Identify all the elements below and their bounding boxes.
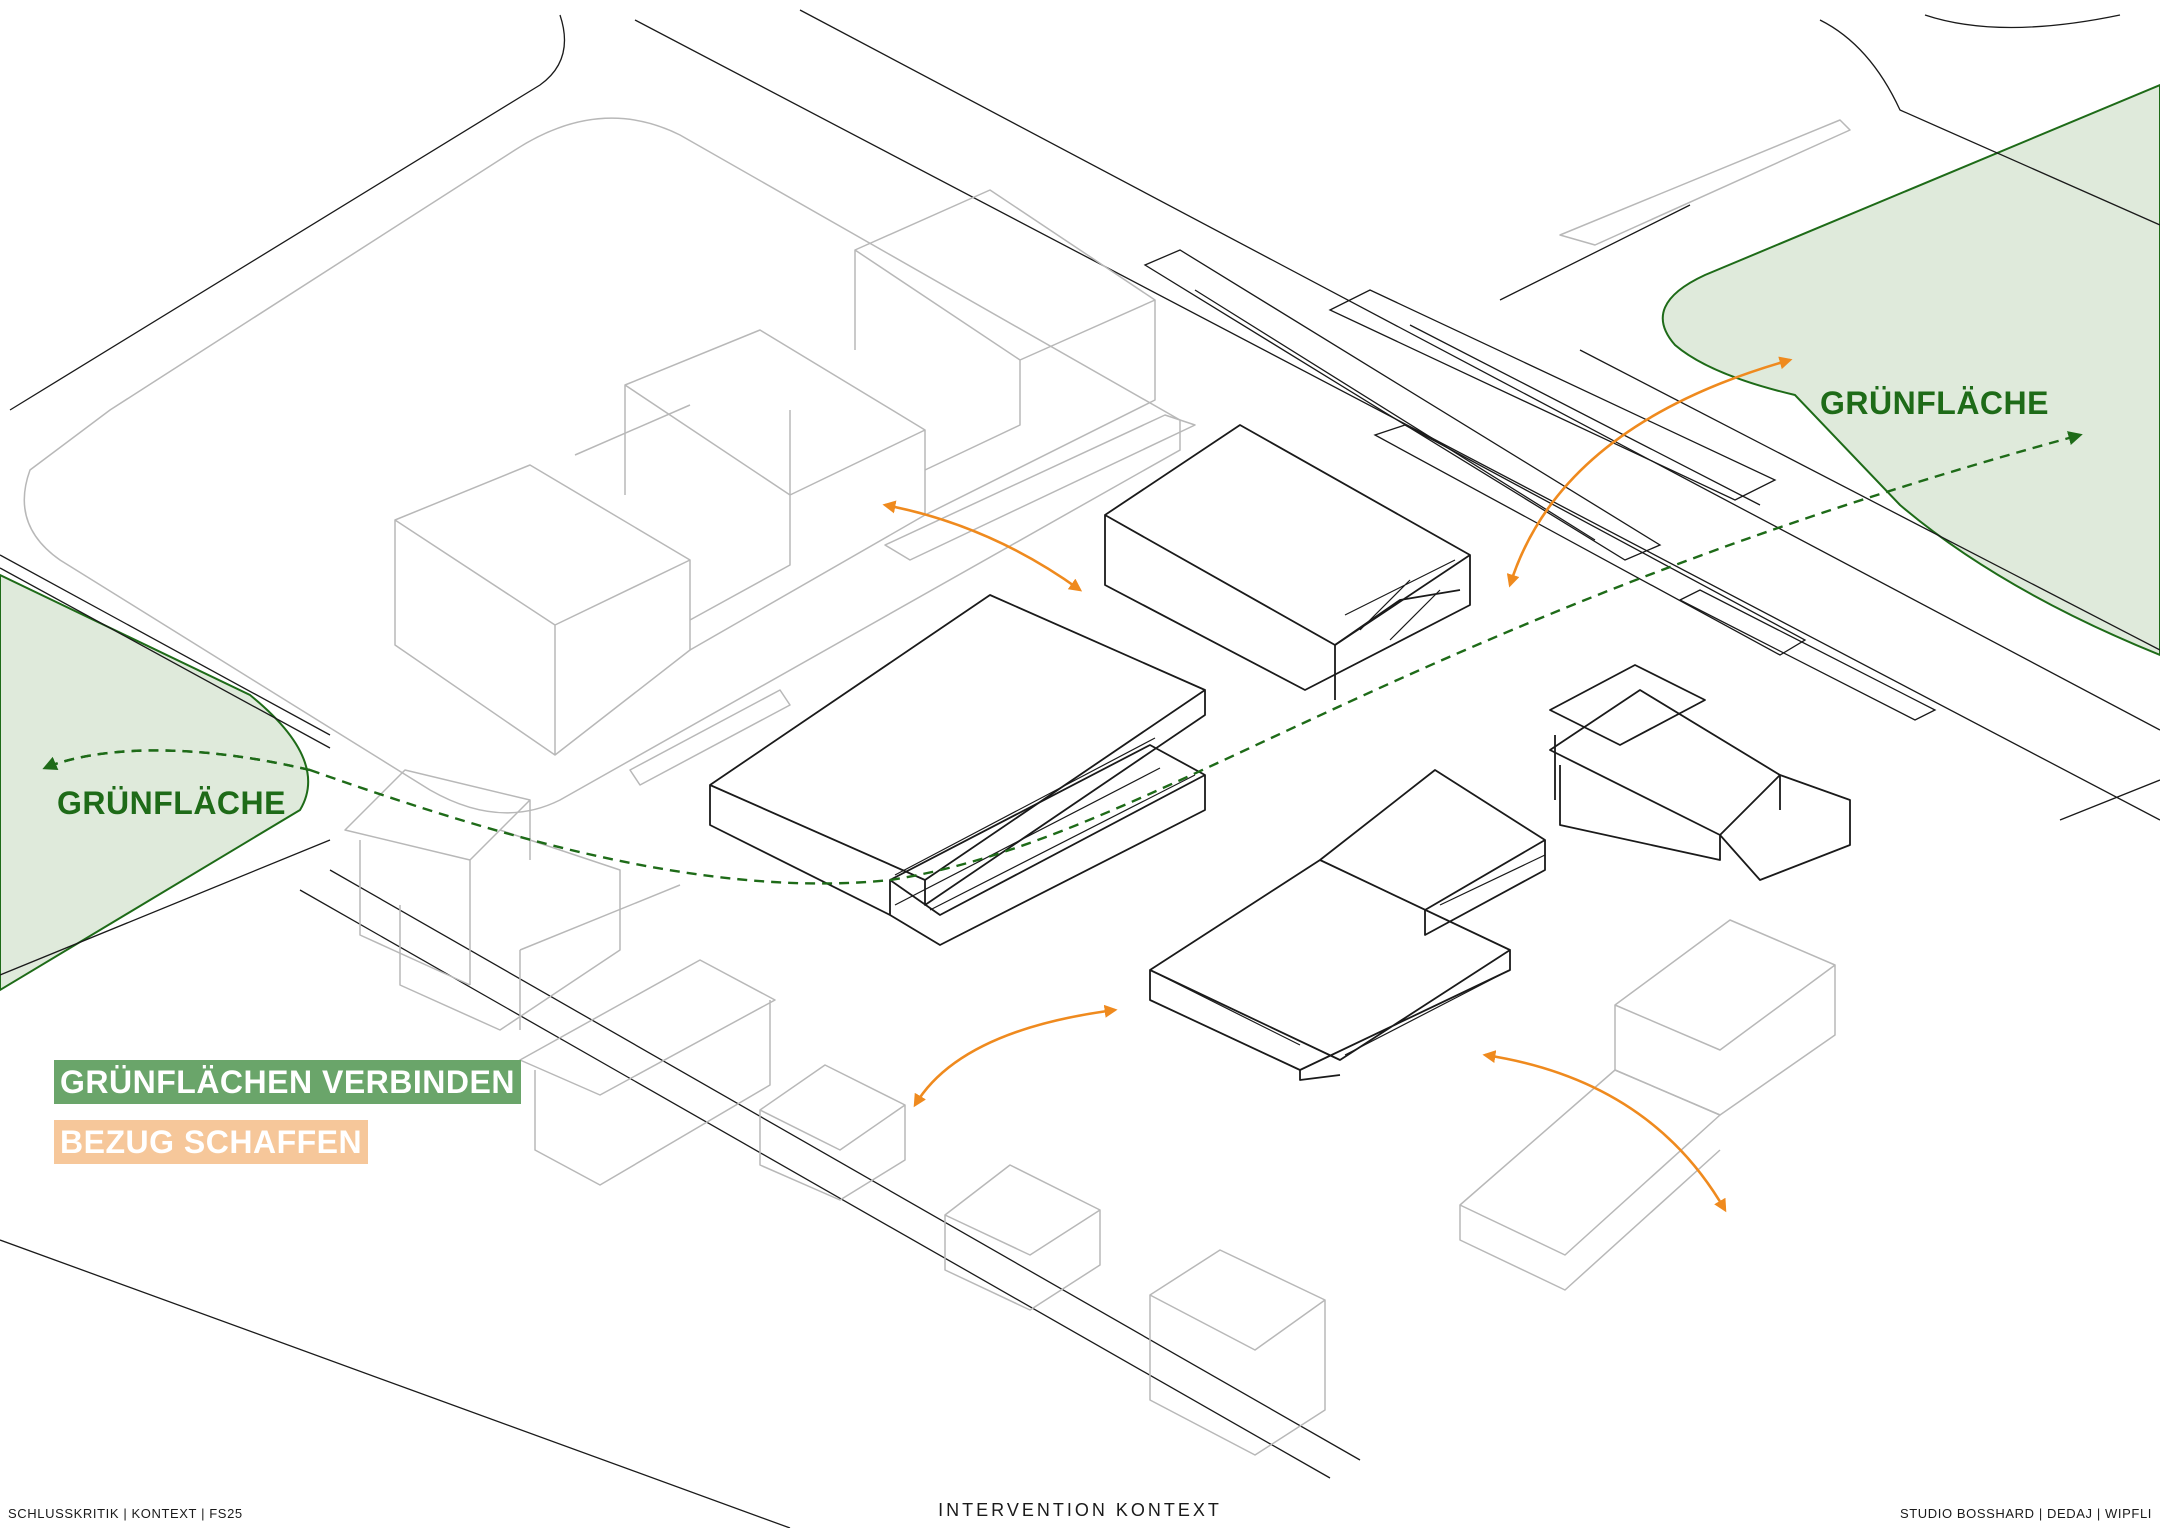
facade-details xyxy=(894,559,1546,1056)
relation-arrow-2 xyxy=(1506,356,1793,588)
intervention-buildings xyxy=(709,424,1851,1081)
relation-arrow-1 xyxy=(882,500,1083,592)
green-area-left-label: GRÜNFLÄCHE xyxy=(57,785,286,821)
legend-connect-green: GRÜNFLÄCHEN VERBINDEN xyxy=(54,1060,521,1104)
context-site-boundary xyxy=(23,117,1181,814)
green-area-right-label: GRÜNFLÄCHE xyxy=(1820,385,2049,421)
relation-arrow-3 xyxy=(913,1004,1118,1108)
legend-create-relation: BEZUG SCHAFFEN xyxy=(54,1120,369,1164)
relation-arrow-4 xyxy=(1482,1050,1727,1213)
footer-left: SCHLUSSKRITIK | KONTEXT | FS25 xyxy=(8,1506,243,1521)
green-connection-arrow-left-head xyxy=(42,749,311,772)
street-lines xyxy=(0,9,2160,1528)
green-connection-arrow xyxy=(44,435,2080,885)
orange-relation-arrows xyxy=(882,356,1793,1213)
green-area-left xyxy=(0,573,310,992)
footer-center-title: INTERVENTION KONTEXT xyxy=(938,1500,1222,1520)
green-area-right xyxy=(1661,83,2160,657)
footer-right: STUDIO BOSSHARD | DEDAJ | WIPFLI xyxy=(1899,1506,2152,1521)
